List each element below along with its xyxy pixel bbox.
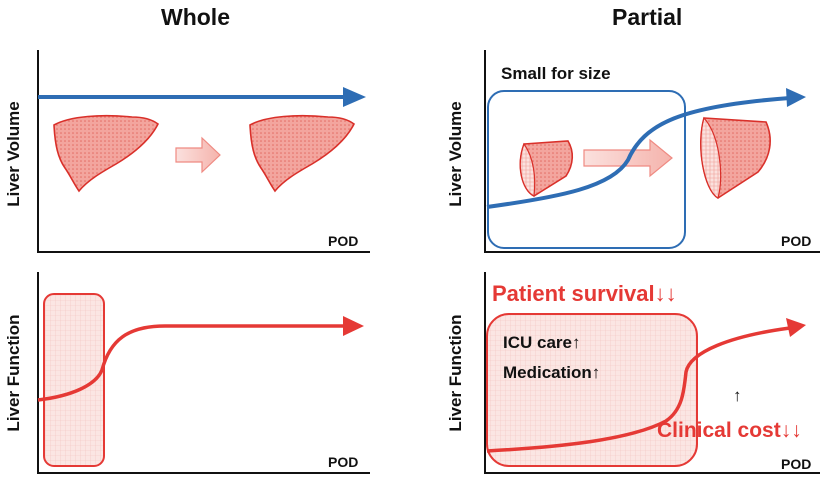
- panel-whole-function: [37, 272, 370, 474]
- volume-curve-whole: [38, 87, 366, 107]
- xlabel-pod: POD: [781, 456, 812, 472]
- panel-partial-volume: [484, 50, 820, 253]
- xlabel-pod: POD: [781, 233, 812, 249]
- title-whole: Whole: [161, 4, 230, 30]
- up-arrow-label: ↑: [733, 386, 742, 405]
- function-curve-arrowhead: [786, 318, 806, 337]
- small-for-size-label: Small for size: [501, 64, 611, 83]
- liver-partial-large-cut: [700, 116, 722, 199]
- ylabel-function-whole: Liver Function: [4, 314, 23, 432]
- liver-shape-after: [249, 114, 356, 193]
- clinical-cost-label: Clinical cost↓↓: [657, 419, 802, 442]
- ylabel-volume-whole: Liver Volume: [4, 101, 23, 207]
- liver-partial-small-cut: [519, 142, 536, 197]
- panel-whole-volume: [37, 50, 370, 253]
- growth-arrow-whole: [175, 136, 221, 174]
- icu-care-label: ICU care↑: [503, 333, 581, 352]
- xlabel-pod: POD: [328, 233, 359, 249]
- ylabel-volume-partial: Liver Volume: [446, 101, 465, 207]
- function-curve-partial: [486, 326, 791, 453]
- volume-curve-partial: [486, 96, 791, 209]
- ylabel-function-partial: Liver Function: [446, 314, 465, 432]
- function-curve-whole: [37, 324, 345, 402]
- title-partial: Partial: [612, 4, 683, 30]
- liver-shape-before: [53, 114, 160, 193]
- volume-curve-arrowhead: [786, 88, 806, 107]
- small-for-size-box: [487, 90, 686, 249]
- function-curve-arrowhead: [343, 316, 364, 336]
- panel-partial-function: [484, 272, 820, 474]
- medication-label: Medication↑: [503, 363, 601, 382]
- early-period-box: [43, 293, 105, 467]
- xlabel-pod: POD: [328, 454, 359, 470]
- patient-survival-label: Patient survival↓↓: [492, 281, 677, 306]
